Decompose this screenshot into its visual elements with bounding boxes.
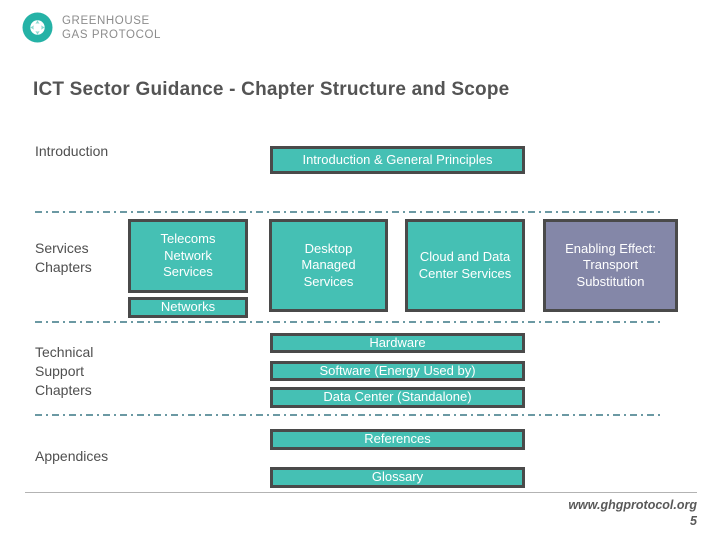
box-telecoms-network-services: Telecoms Network Services	[128, 219, 248, 293]
page-number: 5	[690, 514, 697, 528]
ghg-logo-icon	[22, 12, 53, 43]
box-glossary: Glossary	[270, 467, 525, 488]
logo-line2: GAS PROTOCOL	[62, 28, 162, 41]
slide-title: ICT Sector Guidance - Chapter Structure …	[33, 79, 510, 100]
row-separator	[35, 414, 662, 416]
row-separator	[35, 321, 662, 323]
box-data-center-standalone: Data Center (Standalone)	[270, 387, 525, 408]
footer-divider	[25, 492, 697, 493]
logo-line1: GREENHOUSE	[62, 14, 150, 27]
box-introduction-general-principles: Introduction & General Principles	[270, 146, 525, 174]
row-label-appendices: Appendices	[35, 448, 109, 464]
box-networks: Networks	[128, 297, 248, 318]
box-references: References	[270, 429, 525, 450]
row-label-introduction: Introduction	[35, 143, 109, 159]
row-separator	[35, 211, 662, 213]
footer-url[interactable]: www.ghgprotocol.org	[568, 498, 697, 512]
box-enabling-effect-transport-substitution: Enabling Effect: Transport Substitution	[543, 219, 678, 312]
box-software-energy-used-by: Software (Energy Used by)	[270, 361, 525, 381]
box-hardware: Hardware	[270, 333, 525, 353]
row-label-technical-support-chapters: Technical Support Chapters	[35, 344, 94, 398]
row-label-services-chapters: Services Chapters	[35, 240, 92, 275]
box-cloud-data-center-services: Cloud and Data Center Services	[405, 219, 525, 312]
box-desktop-managed-services: Desktop Managed Services	[269, 219, 388, 312]
